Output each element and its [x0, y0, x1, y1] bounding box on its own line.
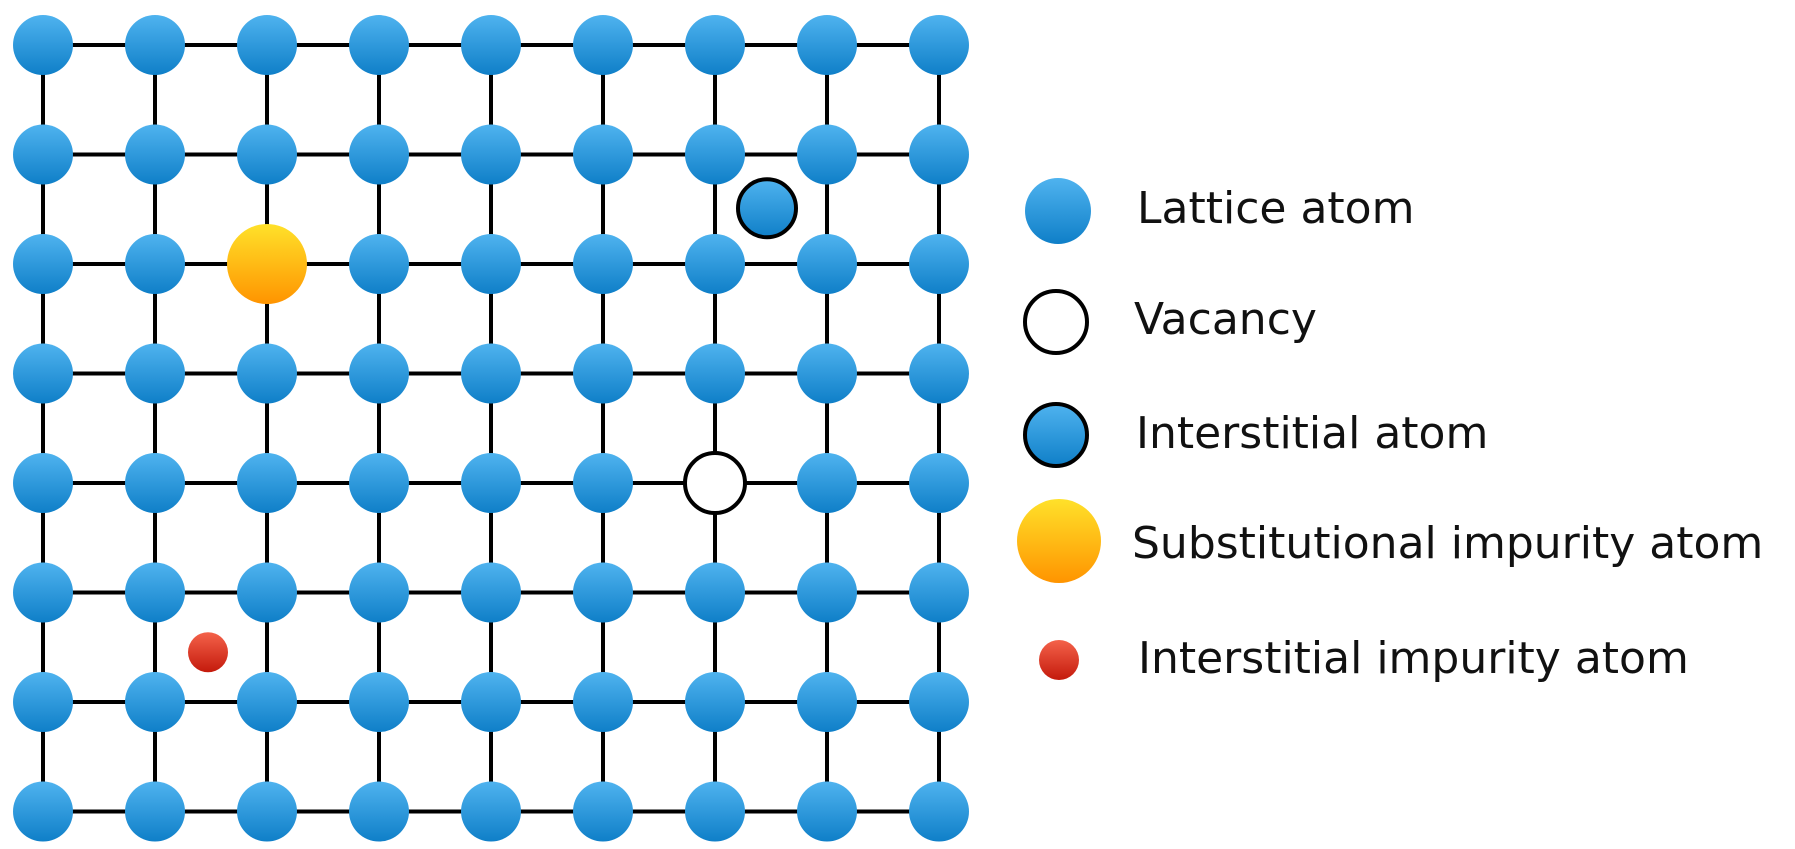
lattice-atom: [461, 124, 521, 185]
lattice-atom: [685, 15, 745, 75]
vacancy-icon: [1023, 289, 1089, 355]
lattice-atom: [797, 672, 857, 732]
lattice-atom: [349, 124, 409, 185]
lattice-atom: [125, 562, 185, 623]
substitutional-impurity-icon: [1017, 499, 1101, 583]
lattice-atom: [909, 234, 969, 294]
lattice-atom: [909, 562, 969, 623]
lattice-atom: [125, 672, 185, 732]
lattice-atom: [685, 562, 745, 623]
lattice-atom: [909, 343, 969, 404]
lattice-grid: [13, 15, 969, 842]
lattice-atom: [237, 562, 297, 623]
lattice-atom: [349, 562, 409, 623]
lattice-atom: [461, 234, 521, 294]
legend-label-lattice-atom: Lattice atom: [1137, 183, 1414, 234]
lattice-atom: [461, 343, 521, 404]
lattice-atom: [237, 124, 297, 185]
lattice-atom: [461, 453, 521, 513]
lattice-atom: [237, 672, 297, 732]
legend-label-interstitial-atom: Interstitial atom: [1136, 408, 1488, 459]
lattice-atom: [573, 672, 633, 732]
lattice-atom: [685, 672, 745, 732]
substitutional-impurity-atom: [227, 224, 307, 304]
legend-item-interstitial-atom: Interstitial atom: [1023, 402, 1488, 468]
lattice-atom-icon: [1025, 178, 1091, 244]
legend-item-substitutional-impurity: Substitutional impurity atom: [1017, 499, 1763, 583]
lattice-atom: [13, 562, 73, 623]
lattice-atom: [349, 672, 409, 732]
lattice-atom: [349, 15, 409, 75]
lattice-atom: [461, 781, 521, 842]
lattice-atom: [909, 124, 969, 185]
lattice-atom: [573, 234, 633, 294]
lattice-defects: [188, 177, 798, 673]
lattice-atom: [685, 343, 745, 404]
vacancy-site: [683, 451, 747, 515]
lattice-atoms: [13, 15, 969, 842]
legend-item-interstitial-impurity: Interstitial impurity atom: [1039, 633, 1689, 684]
lattice-atom: [13, 343, 73, 404]
legend-item-vacancy: Vacancy: [1023, 289, 1317, 355]
lattice-atom: [125, 343, 185, 404]
lattice-atom: [13, 453, 73, 513]
lattice-atom: [461, 562, 521, 623]
lattice-atom: [125, 453, 185, 513]
lattice-atom: [461, 672, 521, 732]
lattice-atom: [573, 15, 633, 75]
legend: Lattice atom Vacancy Interstitial atom S…: [1017, 178, 1763, 684]
lattice-atom: [237, 453, 297, 513]
lattice-atom: [349, 453, 409, 513]
lattice-atom: [125, 124, 185, 185]
lattice-atom: [13, 124, 73, 185]
lattice-atom: [349, 781, 409, 842]
lattice-atom: [685, 234, 745, 294]
lattice-atom: [461, 15, 521, 75]
lattice-atom: [797, 562, 857, 623]
lattice-atom: [909, 781, 969, 842]
legend-label-interstitial-impurity: Interstitial impurity atom: [1138, 633, 1689, 684]
lattice-atom: [13, 781, 73, 842]
lattice-atom: [237, 343, 297, 404]
interstitial-atom-icon: [1023, 402, 1089, 468]
lattice-atom: [909, 15, 969, 75]
lattice-atom: [797, 15, 857, 75]
legend-item-lattice-atom: Lattice atom: [1025, 178, 1414, 244]
lattice-atom: [125, 234, 185, 294]
lattice-atom: [797, 343, 857, 404]
lattice-atom: [685, 781, 745, 842]
lattice-atom: [797, 781, 857, 842]
lattice-atom: [125, 781, 185, 842]
legend-label-vacancy: Vacancy: [1134, 294, 1317, 345]
lattice-atom: [797, 234, 857, 294]
lattice-atom: [685, 124, 745, 185]
lattice-atom: [237, 15, 297, 75]
interstitial-atom: [736, 177, 798, 240]
interstitial-impurity-atom: [188, 632, 228, 673]
lattice-atom: [13, 15, 73, 75]
lattice-atom: [13, 672, 73, 732]
lattice-atom: [909, 453, 969, 513]
lattice-atom: [573, 781, 633, 842]
lattice-atom: [909, 672, 969, 732]
lattice-atom: [13, 234, 73, 294]
lattice-atom: [797, 453, 857, 513]
lattice-atom: [573, 453, 633, 513]
lattice-atom: [573, 343, 633, 404]
interstitial-impurity-icon: [1039, 640, 1079, 680]
lattice-atom: [349, 234, 409, 294]
lattice-atom: [573, 124, 633, 185]
lattice-atom: [797, 124, 857, 185]
lattice-atom: [573, 562, 633, 623]
legend-label-substitutional-impurity: Substitutional impurity atom: [1132, 518, 1763, 569]
lattice-atom: [125, 15, 185, 75]
lattice-atom: [349, 343, 409, 404]
lattice-atom: [237, 781, 297, 842]
